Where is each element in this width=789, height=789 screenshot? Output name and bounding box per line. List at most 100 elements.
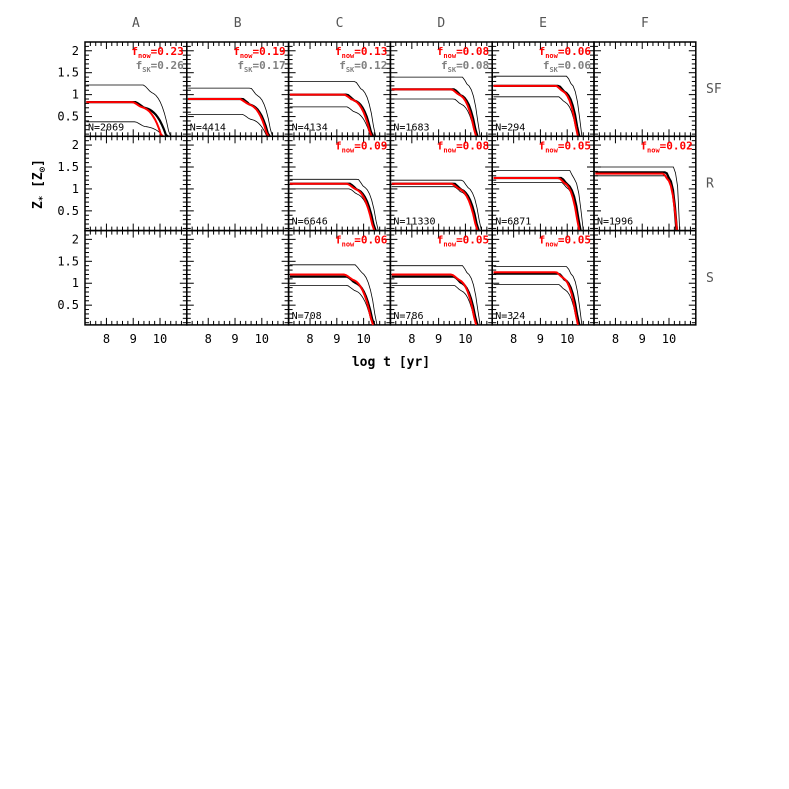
panel-frame bbox=[593, 41, 697, 138]
y-tick-label: 1.5 bbox=[57, 254, 79, 268]
panel-r1c1 bbox=[186, 135, 290, 232]
panel-r1c3: N=11330 fnow=0.08 bbox=[389, 135, 493, 232]
panel-ticks bbox=[288, 42, 391, 137]
count-label: N=324 bbox=[495, 311, 525, 322]
column-label-f: F bbox=[641, 16, 649, 31]
count-label: N=786 bbox=[393, 311, 423, 322]
upper-envelope-line bbox=[391, 179, 482, 231]
upper-envelope-line bbox=[595, 166, 681, 231]
panel-ticks bbox=[186, 136, 289, 231]
red-line bbox=[289, 273, 374, 326]
column-label-a: A bbox=[132, 16, 140, 31]
x-axis-title: log t [yr] bbox=[352, 355, 430, 370]
x-tick-label: 10 bbox=[153, 332, 167, 346]
count-label: N=708 bbox=[292, 311, 322, 322]
panel-ticks bbox=[186, 230, 289, 325]
upper-envelope-line bbox=[493, 170, 584, 231]
y-tick-label: 1.5 bbox=[57, 66, 79, 80]
x-tick-label: 8 bbox=[408, 332, 415, 346]
column-label-b: B bbox=[234, 16, 242, 31]
fsk-label: fSK=0.26 bbox=[136, 59, 185, 74]
y-axis-title: Z* [Z⊙] bbox=[31, 159, 48, 209]
red-line bbox=[391, 88, 478, 137]
lower-envelope-line bbox=[595, 175, 677, 231]
y-tick-label: 1 bbox=[72, 88, 79, 102]
panel-r1c0: 0.511.52 bbox=[57, 135, 188, 232]
lower-envelope-line bbox=[289, 106, 372, 137]
lower-envelope-line bbox=[289, 285, 374, 326]
x-tick-label: 10 bbox=[255, 332, 269, 346]
row-label-s: S bbox=[706, 271, 714, 286]
x-tick-label: 9 bbox=[435, 332, 442, 346]
y-tick-label: 2 bbox=[72, 44, 79, 58]
row-label-sf: SF bbox=[706, 82, 722, 97]
panel-frame bbox=[186, 135, 290, 232]
red-line bbox=[188, 98, 270, 137]
upper-envelope-line bbox=[391, 76, 481, 137]
y-tick-label: 0.5 bbox=[57, 110, 79, 124]
x-tick-label: 8 bbox=[612, 332, 619, 346]
fnow-label: fnow=0.19 bbox=[233, 45, 285, 60]
fnow-label: fnow=0.08 bbox=[437, 45, 489, 60]
upper-envelope-line bbox=[493, 266, 583, 325]
count-label: N=294 bbox=[495, 122, 525, 133]
y-tick-label: 1.5 bbox=[57, 160, 79, 174]
red-line bbox=[493, 84, 579, 137]
upper-envelope-line bbox=[289, 264, 378, 325]
panel-r0c5 bbox=[593, 41, 697, 138]
row-label-r: R bbox=[706, 176, 714, 191]
count-label: N=6646 bbox=[292, 217, 328, 228]
column-label-c: C bbox=[336, 16, 344, 31]
x-tick-label: 9 bbox=[333, 332, 340, 346]
x-tick-label: 9 bbox=[639, 332, 646, 346]
lower-envelope-line bbox=[391, 285, 477, 326]
red-line bbox=[493, 271, 579, 326]
x-tick-label: 8 bbox=[306, 332, 313, 346]
x-tick-label: 10 bbox=[356, 332, 370, 346]
lower-envelope-line bbox=[391, 186, 478, 231]
count-label: N=11330 bbox=[393, 217, 435, 228]
fnow-label: fnow=0.08 bbox=[437, 139, 489, 154]
panel-frame bbox=[186, 229, 290, 326]
panel-frame bbox=[84, 229, 188, 326]
panel-r2c1: 8 9 10 bbox=[186, 229, 290, 346]
count-label: N=4414 bbox=[190, 122, 226, 133]
x-tick-label: 9 bbox=[130, 332, 137, 346]
panel-ticks bbox=[594, 136, 696, 231]
red-line bbox=[289, 182, 376, 231]
lower-envelope-line bbox=[391, 98, 477, 137]
x-tick-label: 9 bbox=[231, 332, 238, 346]
y-tick-label: 0.5 bbox=[57, 298, 79, 312]
x-tick-label: 8 bbox=[510, 332, 517, 346]
fnow-label: fnow=0.06 bbox=[335, 234, 388, 249]
upper-envelope-line bbox=[289, 178, 379, 231]
panel-grid: 0.511.52N=2069fnow=0.23fSK=0.26N=4414fno… bbox=[57, 41, 697, 346]
upper-envelope-line bbox=[188, 87, 273, 137]
fnow-label: fnow=0.09 bbox=[335, 139, 387, 154]
upper-envelope-line bbox=[493, 75, 583, 137]
x-tick-label: 8 bbox=[205, 332, 212, 346]
panel-r2c2: 8 9 10 N=708 fnow=0.06 bbox=[287, 229, 392, 346]
red-line bbox=[86, 101, 164, 137]
fsk-label: fSK=0.12 bbox=[339, 59, 387, 74]
lower-envelope-line bbox=[289, 188, 375, 231]
count-label: N=4134 bbox=[292, 122, 328, 133]
panel-frame bbox=[593, 229, 697, 326]
fnow-label: fnow=0.02 bbox=[640, 139, 692, 154]
lower-envelope-line bbox=[188, 114, 269, 137]
red-line bbox=[289, 93, 373, 137]
fsk-label: fSK=0.06 bbox=[543, 59, 592, 74]
count-label: N=1683 bbox=[393, 122, 429, 133]
panel-ticks bbox=[85, 230, 187, 325]
lower-envelope-line bbox=[493, 284, 579, 325]
count-label: N=6871 bbox=[495, 217, 531, 228]
